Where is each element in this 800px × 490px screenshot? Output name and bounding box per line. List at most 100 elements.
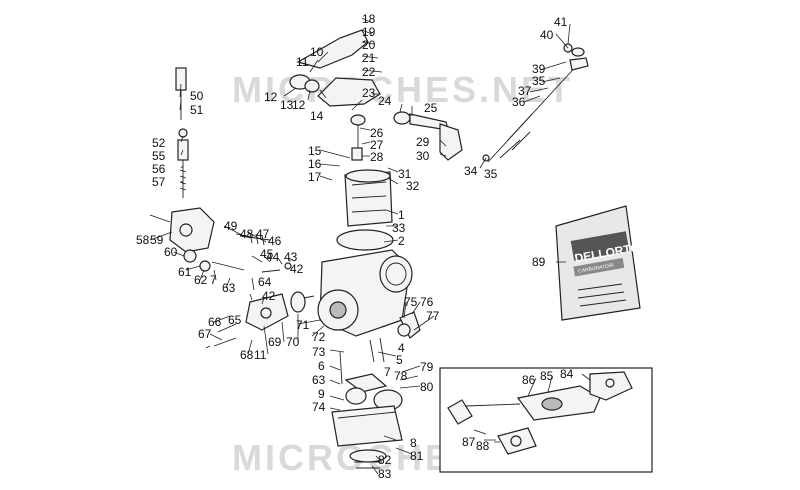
callout-24: 24 [378,94,392,108]
callout-18: 18 [362,12,376,26]
callout-70: 70 [286,335,300,349]
callout-43: 43 [284,250,298,264]
top-cover-assembly [289,29,463,161]
callout-30: 30 [416,149,430,163]
callout-37: 37 [518,84,532,98]
callout-50: 50 [190,89,204,103]
callout-13: 13 [280,98,294,112]
callout-77: 77 [426,309,440,323]
callout-86: 86 [522,373,536,387]
callout-57: 57 [152,175,166,189]
callout-1: 1 [398,208,405,222]
gasket-bag: DELLORTO CARBURATORI [555,205,641,321]
callout-84: 84 [560,367,574,381]
callout-89: 89 [532,255,546,269]
callout-7-right: 7 [384,365,391,379]
cold-start-plunger [175,67,189,198]
callout-65: 65 [228,313,242,327]
callout-22: 22 [362,65,376,79]
callout-34: 34 [464,164,478,178]
callout-16: 16 [308,157,322,171]
callout-29: 29 [416,135,430,149]
callout-28: 28 [370,150,384,164]
leader-lines [149,17,591,475]
callout-61: 61 [178,265,192,279]
callout-71: 71 [296,318,310,332]
watermark-top: MICROCHES.NET [232,69,573,110]
callout-64: 64 [258,275,272,289]
callout-20: 20 [362,38,376,52]
callout-10: 10 [310,45,324,59]
callout-42-top: 42 [290,262,304,276]
callout-4: 4 [398,341,405,355]
callout-41: 41 [554,15,568,29]
callout-60: 60 [164,245,178,259]
callout-40: 40 [540,28,554,42]
callout-56: 56 [152,162,166,176]
callout-21: 21 [362,51,376,65]
callout-82: 82 [378,453,392,467]
callout-12-left: 12 [264,90,278,104]
carburetor-body [317,169,421,385]
callout-35-bottom: 35 [484,167,498,181]
callout-35-top: 35 [532,74,546,88]
callout-87: 87 [462,435,476,449]
callout-26: 26 [370,126,384,140]
callout-49: 49 [224,219,238,233]
callout-11-bottom: 11 [254,348,267,362]
callout-67: 67 [198,327,212,341]
callout-69: 69 [268,335,282,349]
callout-63-left: 63 [222,281,236,295]
callout-7-left: 7 [210,273,217,287]
callout-5: 5 [396,353,403,367]
throttle-lever [205,291,315,349]
callout-33: 33 [392,221,406,235]
callout-80: 80 [420,380,434,394]
callout-36: 36 [512,95,526,109]
callout-66: 66 [208,315,222,329]
callout-42-mid: 42 [262,289,276,303]
callout-75: 75 [404,295,418,309]
callout-79: 79 [420,360,434,374]
callout-63-bottom: 63 [312,373,326,387]
callout-62: 62 [194,273,208,287]
callout-74: 74 [312,400,326,414]
callout-39: 39 [532,62,546,76]
middle-screws [199,232,292,273]
callout-47: 47 [256,227,270,241]
callout-78: 78 [394,369,408,383]
callout-25: 25 [424,101,438,115]
callout-55: 55 [152,149,166,163]
callout-72: 72 [312,330,326,344]
callout-labels: 18 19 20 21 22 23 24 25 26 27 28 29 30 3… [136,12,574,481]
callout-46: 46 [268,234,282,248]
callout-9: 9 [318,387,325,401]
callout-52: 52 [152,136,166,150]
callout-17: 17 [308,170,322,184]
callout-83: 83 [378,467,392,481]
callout-44: 44 [266,250,280,264]
callout-15: 15 [308,144,322,158]
callout-32: 32 [406,179,420,193]
callout-11-top: 11 [296,55,309,69]
callout-19: 19 [362,25,376,39]
inset-box [439,367,653,473]
callout-58: 58 [136,233,150,247]
callout-2: 2 [398,234,405,248]
callout-8: 8 [410,436,417,450]
callout-12-right: 12 [292,98,306,112]
callout-14: 14 [310,109,324,123]
callout-76: 76 [420,295,434,309]
callout-51: 51 [190,103,204,117]
callout-81: 81 [410,449,424,463]
callout-48: 48 [240,227,254,241]
callout-27: 27 [370,138,384,152]
callout-31: 31 [398,167,412,181]
callout-88: 88 [476,439,490,453]
callout-45: 45 [260,247,274,261]
callout-6: 6 [318,359,325,373]
callout-23: 23 [362,86,376,100]
callout-85: 85 [540,369,554,383]
